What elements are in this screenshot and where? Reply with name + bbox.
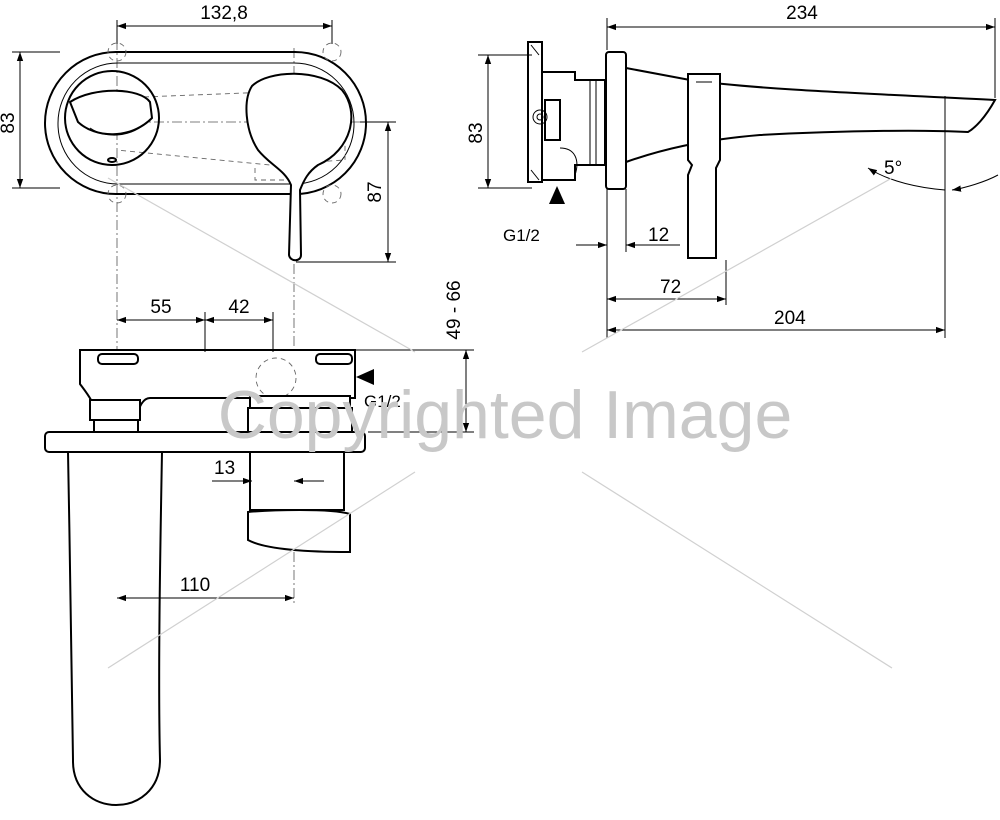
- side-view: [527, 41, 997, 259]
- dim-lever-drop: 87: [365, 181, 386, 202]
- dim-side-spout-length: 204: [774, 308, 806, 329]
- dim-front-height: 83: [0, 112, 19, 133]
- dim-side-total-length: 234: [786, 3, 818, 24]
- dim-top-offset-55: 55: [150, 297, 171, 318]
- front-dimensions: 132,8 83 87: [0, 3, 396, 263]
- dim-wall-depth-range: 49 - 66: [444, 280, 465, 339]
- label-inlet-side: G1/2: [503, 226, 540, 245]
- label-inlet-top: G1/2: [364, 392, 401, 411]
- dim-top-offset-42: 42: [228, 297, 249, 318]
- dim-side-lever-offset: 72: [660, 277, 681, 298]
- dim-front-width: 132,8: [200, 3, 248, 24]
- top-dimensions: 55 42 49 - 66 G1/2 13 110: [117, 280, 474, 602]
- side-dimensions: 234 83 G1/2 5° 12 72 204: [466, 3, 999, 338]
- watermark-text: Copyrighted Image: [218, 377, 793, 453]
- top-view: [44, 349, 366, 806]
- watermark: Copyrighted Image: [107, 177, 893, 669]
- dim-top-offset-13: 13: [214, 458, 235, 479]
- dim-side-height: 83: [466, 122, 487, 143]
- dim-spout-offset-110: 110: [180, 575, 210, 596]
- dim-side-wall-offset: 12: [648, 225, 669, 246]
- dim-spout-angle: 5°: [884, 158, 902, 179]
